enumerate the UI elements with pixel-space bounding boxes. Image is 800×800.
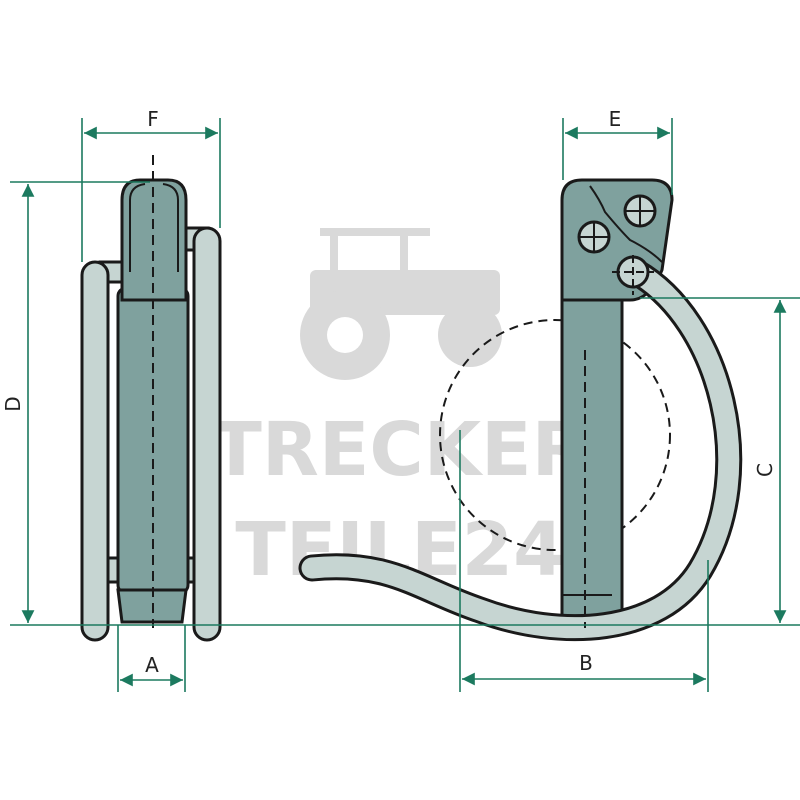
ring-left-bar <box>80 260 110 642</box>
dim-label-a: A <box>145 653 159 677</box>
ring-bow <box>301 261 740 639</box>
dim-label-e: E <box>609 107 622 131</box>
dimension-lines <box>10 118 800 692</box>
dim-label-b: B <box>579 651 593 675</box>
tractor-icon <box>300 228 502 380</box>
side-pin-shaft <box>560 293 624 627</box>
pin-front-view <box>80 155 222 642</box>
dim-label-d: D <box>1 396 25 411</box>
dim-label-c: C <box>753 463 777 477</box>
ring-right-bar <box>192 226 222 642</box>
pin-side-view <box>298 178 743 642</box>
watermark-logo: TRECKER TEILE24 <box>211 228 589 593</box>
tractor-axle-circle <box>439 319 671 551</box>
dim-label-f: F <box>147 107 159 131</box>
watermark-line1: TRECKER <box>211 407 588 493</box>
